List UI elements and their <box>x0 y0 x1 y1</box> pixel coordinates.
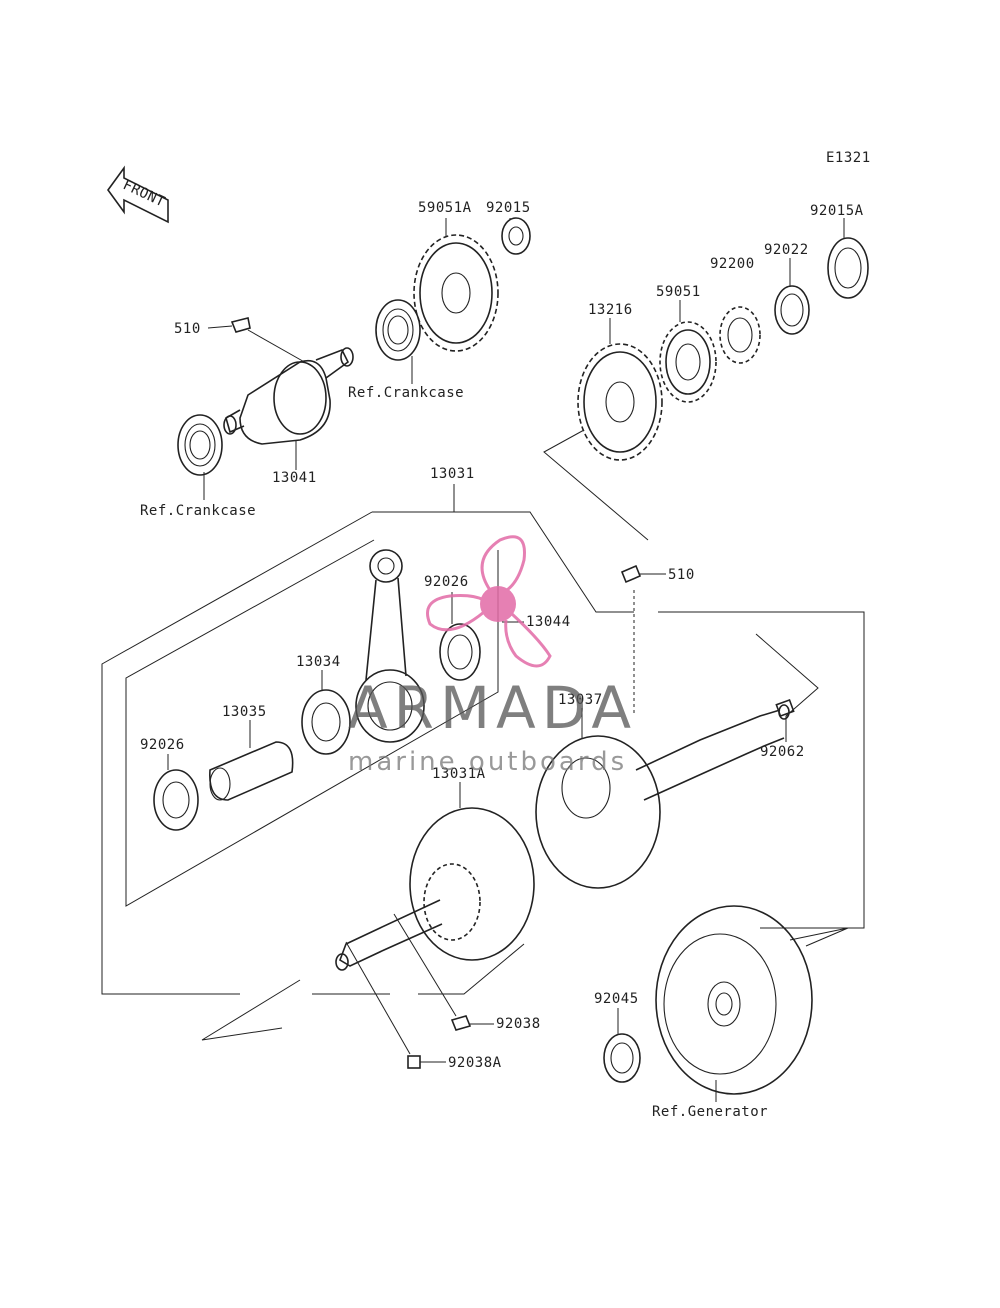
diagram-code: E1321 <box>826 150 871 166</box>
front-label: FRONT <box>120 177 167 210</box>
crank-alignment-line-right <box>789 927 849 947</box>
armada-logo-icon <box>426 535 552 668</box>
connecting-rod <box>355 549 425 743</box>
key-510-top: 510 <box>174 317 251 337</box>
label-92026-lower: 92026 <box>140 737 185 753</box>
washer-92026-lower: 92026 <box>140 737 199 831</box>
label-92015a: 92015A <box>810 203 864 219</box>
label-92022: 92022 <box>764 242 809 258</box>
nut-92015a: 92015A <box>810 203 869 299</box>
watermark-tagline: marine outboards <box>348 747 627 777</box>
label-92200: 92200 <box>710 256 755 272</box>
generator-rotor: Ref.Generator <box>652 905 813 1120</box>
label-510-mid: 510 <box>668 567 695 583</box>
plug-92062: 92062 <box>755 633 819 760</box>
spring-washer-92200: 92200 <box>710 256 761 364</box>
key-510-mid: 510 <box>620 564 695 584</box>
bearing-ref-crankcase-lower: Ref.Crankcase <box>140 414 256 519</box>
gear-59051: 59051 <box>656 284 717 403</box>
label-92015: 92015 <box>486 200 531 216</box>
label-92026-upper: 92026 <box>424 574 469 590</box>
crank-alignment-line-left <box>201 979 301 1041</box>
gear-59051a: 59051A <box>413 200 499 352</box>
label-13035: 13035 <box>222 704 267 720</box>
label-13044: 13044 <box>526 614 571 630</box>
label-59051: 59051 <box>656 284 701 300</box>
gear-13216: 13216 <box>577 302 663 461</box>
crank-half-13031a: 13031A <box>335 766 535 971</box>
label-13031a: 13031A <box>432 766 486 782</box>
watermark-brand: ARMADA <box>348 674 637 742</box>
front-arrow-icon: FRONT <box>107 165 169 224</box>
label-92045: 92045 <box>594 991 639 1007</box>
bearing-92045: 92045 <box>594 991 641 1083</box>
label-92038a: 92038A <box>448 1055 502 1071</box>
bearing-ref-crankcase-upper: Ref.Crankcase <box>348 299 464 401</box>
needle-bearing-13034: 13034 <box>296 654 351 755</box>
label-510-top: 510 <box>174 321 201 337</box>
label-13216: 13216 <box>588 302 633 318</box>
crank-half-13037: 13037 <box>535 692 790 889</box>
label-13034: 13034 <box>296 654 341 670</box>
label-ref-crankcase-upper: Ref.Crankcase <box>348 385 464 401</box>
label-ref-crankcase-lower: Ref.Crankcase <box>140 503 256 519</box>
collar-92015: 92015 <box>486 200 531 255</box>
crank-pin-13035: 13035 <box>209 704 294 801</box>
label-13041: 13041 <box>272 470 317 486</box>
washer-92022: 92022 <box>764 242 810 335</box>
label-92062: 92062 <box>760 744 805 760</box>
pin-13044: 13044 <box>502 614 571 630</box>
label-59051a: 59051A <box>418 200 472 216</box>
label-13037: 13037 <box>558 692 603 708</box>
frame-inner <box>125 539 499 907</box>
key-92038: 92038 <box>393 913 541 1032</box>
label-ref-generator: Ref.Generator <box>652 1104 768 1120</box>
balancer-shaft-13041: 13041 <box>223 329 354 486</box>
washer-92026-upper: 92026 <box>424 574 481 681</box>
frame-13031: 13031 <box>101 466 865 995</box>
label-92038: 92038 <box>496 1016 541 1032</box>
key-92038a: 92038A <box>345 941 502 1071</box>
label-13031: 13031 <box>430 466 475 482</box>
gear-alignment-line <box>543 429 649 541</box>
